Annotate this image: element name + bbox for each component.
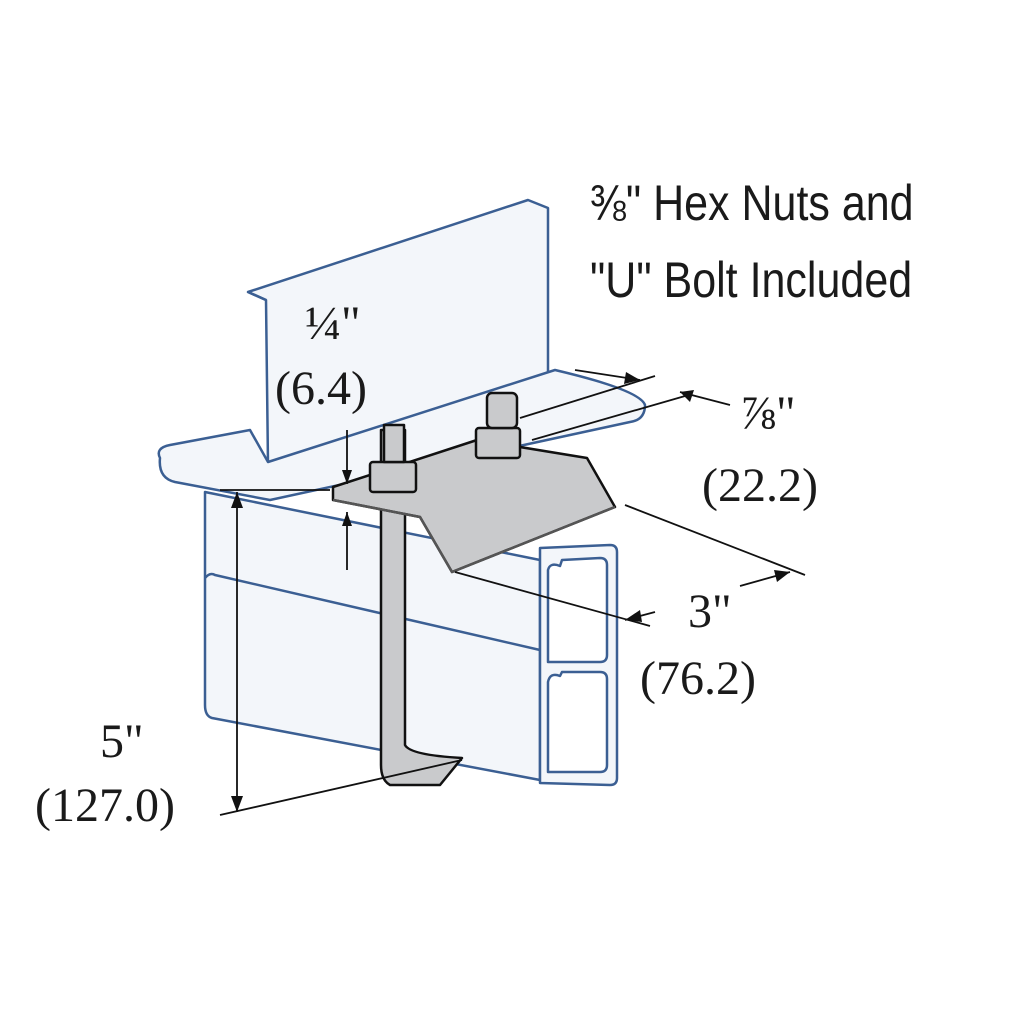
- u-bolt: [379, 428, 464, 787]
- note-line-1: ⅜" Hex Nuts and: [590, 175, 914, 231]
- thickness-metric: (6.4): [275, 362, 367, 415]
- thickness-imperial: ¼": [305, 297, 361, 350]
- hex-nut-right: [474, 426, 522, 460]
- height-imperial: 5": [100, 715, 144, 768]
- flange-width-imperial: ⅞": [740, 387, 796, 440]
- clamp-width-imperial: 3": [688, 585, 732, 638]
- flange-width-metric: (22.2): [702, 459, 818, 512]
- hex-nut-left: [368, 460, 418, 494]
- note-line-2: "U" Bolt Included: [590, 252, 913, 308]
- clamp-width-metric: (76.2): [640, 652, 756, 705]
- height-metric: (127.0): [35, 779, 175, 832]
